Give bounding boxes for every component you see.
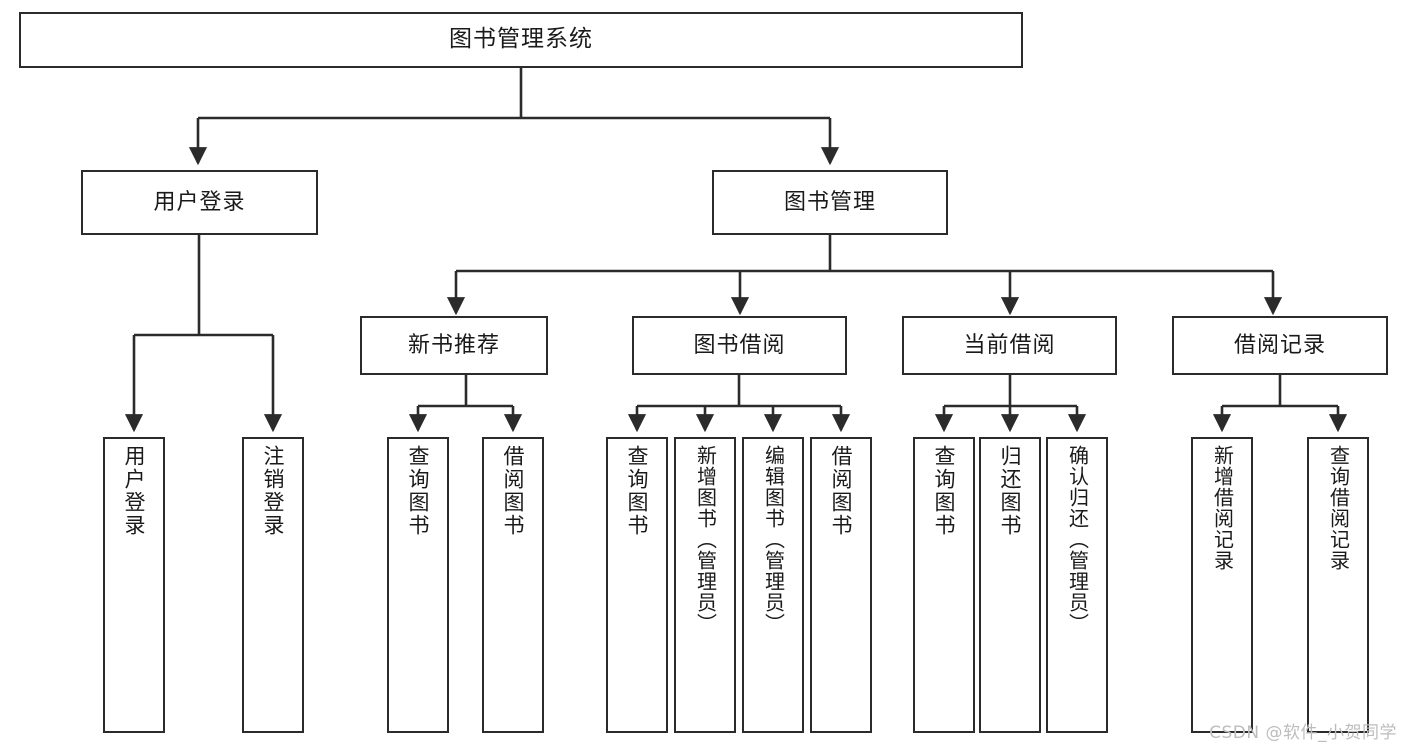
node-borrow-record-label: 借阅记录: [1233, 332, 1326, 358]
node-current-borrow-label: 当前借阅: [963, 332, 1056, 358]
leaf-query-book-2[interactable]: 查询图书: [606, 437, 668, 733]
node-new-book-recommend[interactable]: 新书推荐: [360, 316, 548, 375]
leaf-borrow-book-2[interactable]: 借阅图书: [810, 437, 872, 733]
node-book-management-label: 图书管理: [783, 189, 876, 215]
leaf-query-book-1-label: 查询图书: [406, 445, 431, 537]
leaf-edit-book-label: 编辑图书（管理员）: [761, 445, 786, 634]
leaf-confirm-return-label: 确认归还（管理员）: [1065, 445, 1090, 634]
leaf-return-book[interactable]: 归还图书: [979, 437, 1041, 733]
node-current-borrow[interactable]: 当前借阅: [902, 316, 1117, 375]
leaf-borrow-book-1[interactable]: 借阅图书: [482, 437, 544, 733]
node-book-borrow[interactable]: 图书借阅: [632, 316, 847, 375]
node-new-book-recommend-label: 新书推荐: [407, 332, 500, 358]
leaf-borrow-book-1-label: 借阅图书: [501, 445, 526, 537]
watermark: CSDN @软件_小贺同学: [1209, 723, 1397, 743]
leaf-user-login[interactable]: 用户登录: [103, 437, 165, 733]
node-user-login[interactable]: 用户登录: [81, 170, 318, 235]
leaf-add-book-label: 新增图书（管理员）: [693, 445, 718, 634]
leaf-query-record[interactable]: 查询借阅记录: [1307, 437, 1369, 733]
leaf-query-book-3[interactable]: 查询图书: [913, 437, 975, 733]
leaf-add-record[interactable]: 新增借阅记录: [1191, 437, 1253, 733]
leaf-borrow-book-2-label: 借阅图书: [829, 445, 854, 537]
leaf-logout-login-label: 注销登录: [261, 445, 286, 537]
leaf-query-book-2-label: 查询图书: [625, 445, 650, 537]
leaf-logout-login[interactable]: 注销登录: [242, 437, 304, 733]
node-root[interactable]: 图书管理系统: [19, 12, 1023, 68]
leaf-query-record-label: 查询借阅记录: [1326, 445, 1351, 571]
node-user-login-label: 用户登录: [153, 189, 246, 215]
leaf-edit-book[interactable]: 编辑图书（管理员）: [742, 437, 804, 733]
node-borrow-record[interactable]: 借阅记录: [1172, 316, 1388, 375]
leaf-user-login-label: 用户登录: [122, 445, 147, 537]
leaf-return-book-label: 归还图书: [998, 445, 1023, 537]
leaf-add-book[interactable]: 新增图书（管理员）: [674, 437, 736, 733]
leaf-confirm-return[interactable]: 确认归还（管理员）: [1046, 437, 1108, 733]
node-book-borrow-label: 图书借阅: [693, 332, 786, 358]
node-root-label: 图书管理系统: [449, 26, 593, 53]
node-book-management[interactable]: 图书管理: [712, 170, 948, 235]
leaf-add-record-label: 新增借阅记录: [1210, 445, 1235, 571]
leaf-query-book-3-label: 查询图书: [932, 445, 957, 537]
leaf-query-book-1[interactable]: 查询图书: [387, 437, 449, 733]
